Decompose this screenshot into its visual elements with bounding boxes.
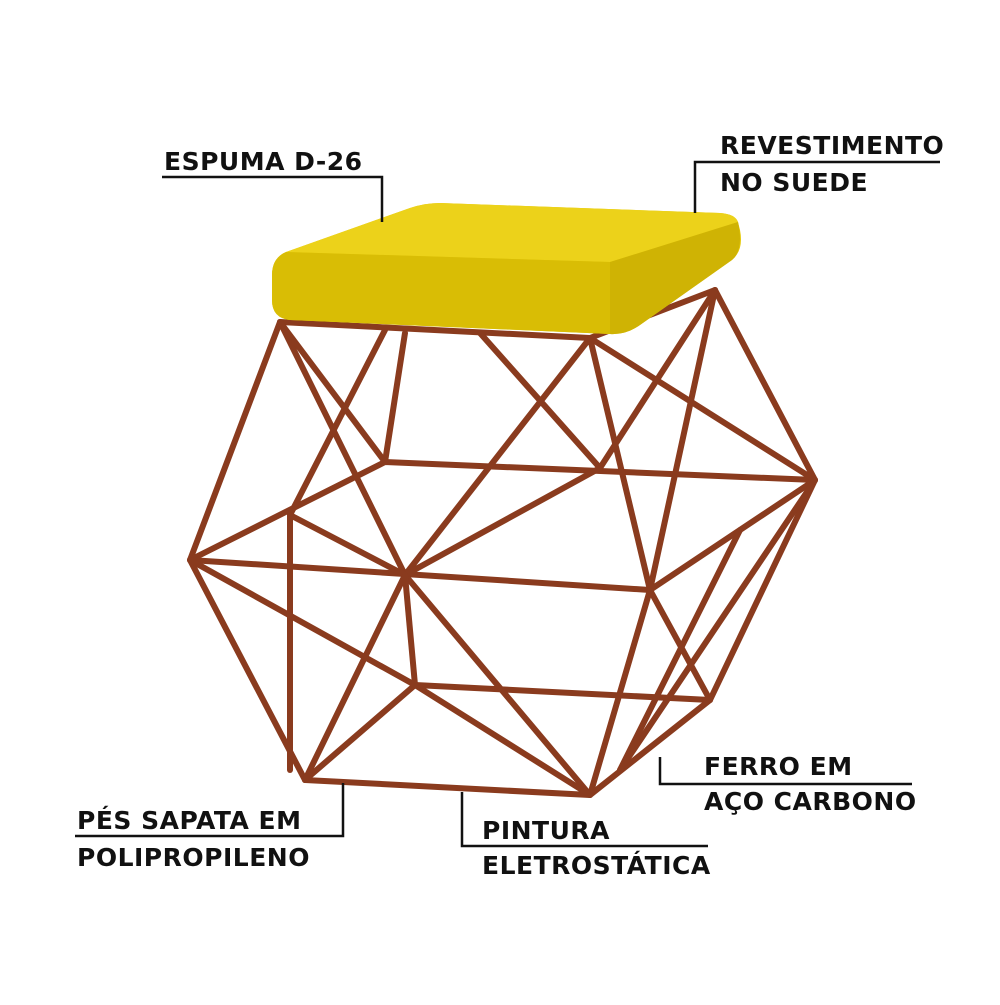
callout-lines <box>75 160 940 848</box>
ferro-label-line1: FERRO EM <box>704 752 853 781</box>
pes-label-line2: POLIPROPILENO <box>77 843 310 872</box>
seat-cushion <box>272 203 741 335</box>
espuma-label: ESPUMA D-26 <box>164 147 363 176</box>
revestimento-label-line1: REVESTIMENTO <box>720 131 945 160</box>
pes-leader <box>75 783 345 838</box>
revestimento-leader <box>693 160 940 213</box>
espuma-leader <box>162 175 384 222</box>
ferro-label-line2: AÇO CARBONO <box>704 787 917 816</box>
revestimento-label-line2: NO SUEDE <box>720 168 869 197</box>
pintura-label-line2: ELETROSTÁTICA <box>482 851 711 880</box>
ferro-leader <box>658 757 912 786</box>
pintura-leader <box>460 792 708 848</box>
metal-frame <box>187 287 818 798</box>
pes-label-line1: PÉS SAPATA EM <box>77 806 302 835</box>
pintura-label-line1: PINTURA <box>482 816 610 845</box>
